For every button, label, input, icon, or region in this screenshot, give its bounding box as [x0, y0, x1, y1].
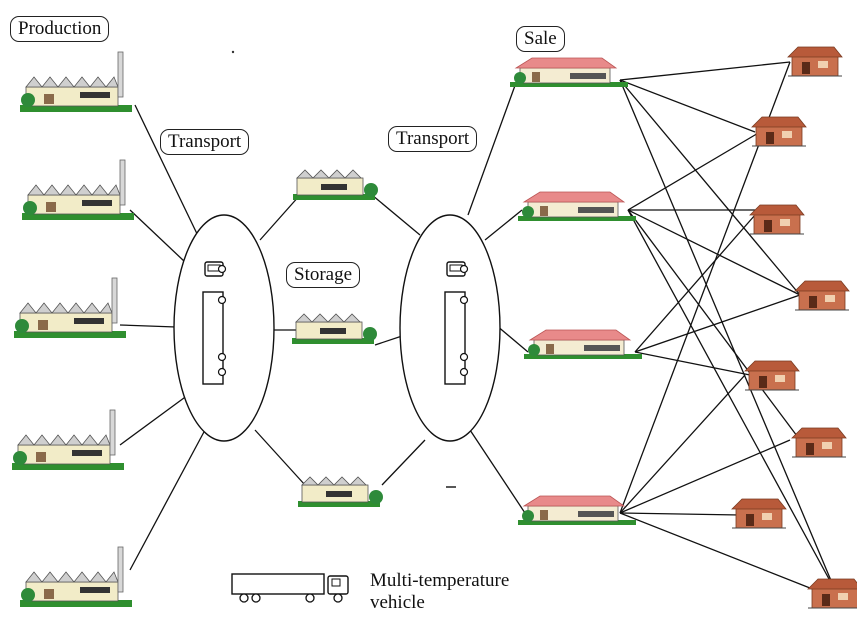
- warehouse-icon: [291, 313, 378, 345]
- transport-label-right: Transport: [388, 126, 478, 152]
- link-production-2: [129, 209, 186, 263]
- transport-hub-left: [173, 214, 275, 442]
- connection-lines: [119, 61, 836, 591]
- factory-icon: [19, 546, 133, 608]
- factory-icon: [11, 409, 125, 471]
- link-storage-1-right: [371, 194, 421, 236]
- house-icon: [791, 427, 847, 458]
- legend: Multi-temperature vehicle: [370, 570, 509, 614]
- house-icon: [807, 578, 857, 609]
- store-icon: [523, 329, 643, 360]
- transport-label-left: Transport: [160, 129, 250, 155]
- house-icon: [794, 280, 850, 311]
- legend-text-line1: Multi-temperature: [370, 570, 510, 591]
- house-icon: [787, 46, 843, 77]
- store-icon: [517, 495, 637, 526]
- house-icon: [744, 360, 800, 391]
- factory-icon: [13, 277, 127, 339]
- link-store-1: [467, 79, 518, 216]
- house-icon: [731, 498, 787, 529]
- warehouse-icon: [292, 169, 379, 201]
- factory-icon: [19, 51, 133, 113]
- link-storage-3-right: [381, 439, 426, 486]
- storage-label: Storage: [286, 262, 361, 288]
- sale-label: Sale: [516, 26, 565, 52]
- link-store-2: [484, 209, 523, 241]
- factory-icon: [21, 159, 135, 221]
- store-icon: [509, 57, 629, 88]
- legend-text-line2: vehicle: [370, 592, 425, 613]
- link-production-1: [134, 104, 201, 241]
- link-production-5: [129, 429, 206, 571]
- link-production-4: [119, 394, 189, 446]
- warehouse-icon: [297, 476, 384, 508]
- link-storage-1-left: [259, 194, 301, 241]
- link-store-4: [469, 429, 526, 514]
- house-icon: [751, 116, 807, 147]
- link-storage-3-left: [254, 429, 306, 486]
- production-label: Production: [10, 16, 110, 42]
- truck-icon: [231, 573, 349, 603]
- store-icon: [517, 191, 637, 222]
- link-production-3: [119, 324, 177, 328]
- house-icon: [749, 204, 805, 235]
